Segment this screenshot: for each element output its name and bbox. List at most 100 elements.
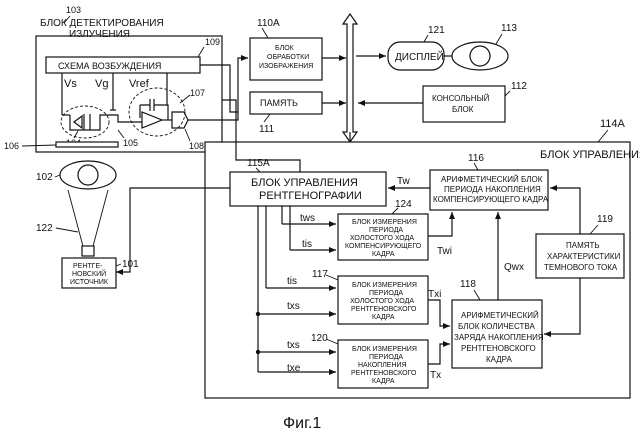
display-label: ДИСПЛЕЙ xyxy=(395,50,444,63)
ref-114A: 114A xyxy=(600,118,626,130)
xray-control-label-1: БЛОК УПРАВЛЕНИЯ xyxy=(251,177,358,189)
signal-tis-1: tis xyxy=(302,239,312,250)
dark-memory-label-2: ХАРАКТЕРИСТИКИ xyxy=(547,252,621,261)
monitor-inner xyxy=(470,46,490,66)
signal-txs-2: txs xyxy=(287,340,300,351)
memory-label: ПАМЯТЬ xyxy=(260,98,298,108)
signal-tx: Tx xyxy=(430,370,441,381)
xray-source-label-2: НОВСКИЙ xyxy=(72,269,106,278)
ref-119: 119 xyxy=(597,214,613,225)
leader-113 xyxy=(496,34,502,44)
console-label-2: БЛОК xyxy=(452,105,474,114)
memory-block: ПАМЯТЬ 111 xyxy=(250,92,346,135)
meas-acc-xray-label-4: РЕНТГЕНОВСКОГО xyxy=(351,370,417,377)
meas-acc-xray-label-5: КАДРА xyxy=(372,378,395,385)
leader-111 xyxy=(264,114,270,122)
ref-110A: 110A xyxy=(257,18,280,29)
meas-idle-comp-label-4: КОМПЕНСИРУЮЩЕГО xyxy=(345,243,422,250)
display-block: ДИСПЛЕЙ 121 113 xyxy=(356,23,517,70)
leader-114A xyxy=(598,130,608,142)
arith-charge-label-2: БЛОК КОЛИЧЕСТВА xyxy=(458,322,535,331)
arith-charge-label-1: АРИФМЕТИЧЕСКИЙ xyxy=(461,311,539,320)
ref-108: 108 xyxy=(189,141,204,151)
dark-memory-label-1: ПАМЯТЬ xyxy=(566,241,600,250)
meas-idle-xray-label-4: РЕНТГЕНОВСКОГО xyxy=(351,306,417,313)
detector-panel xyxy=(56,142,118,147)
signal-txi: Txi xyxy=(428,289,441,300)
meas-acc-xray-label-1: БЛОК ИЗМЕРЕНИЯ xyxy=(352,346,417,353)
signal-txe: txe xyxy=(287,363,301,374)
vs-label: Vs xyxy=(64,78,77,90)
arith-charge-label-4: РЕНТГЕНОВСКОГО xyxy=(461,344,536,353)
ref-113: 113 xyxy=(501,23,517,34)
leader-110A xyxy=(262,28,268,38)
detection-unit-title-1: БЛОК ДЕТЕКТИРОВАНИЯ xyxy=(40,18,164,29)
image-processing-label-1: БЛОК xyxy=(275,45,295,52)
image-processing-label-3: ИЗОБРАЖЕНИЯ xyxy=(259,63,313,70)
control-unit-title: БЛОК УПРАВЛЕНИЯ xyxy=(540,149,640,161)
signal-txs-1: txs xyxy=(287,301,300,312)
ref-109: 109 xyxy=(205,37,220,47)
arith-comp-period-label-3: КОМПЕНСИРУЮЩЕГО КАДРА xyxy=(433,195,549,204)
ref-111: 111 xyxy=(259,124,275,135)
arith-comp-period-label-1: АРИФМЕТИЧЕСКИЙ БЛОК xyxy=(441,175,543,184)
eye-inner xyxy=(78,165,98,185)
signal-qwx: Qwx xyxy=(504,262,524,273)
image-processing-label-2: ОБРАБОТКИ xyxy=(267,54,309,61)
detection-unit-title-2: ИЗЛУЧЕНИЯ xyxy=(69,29,130,40)
system-bus xyxy=(343,14,357,142)
arith-charge-label-3: ЗАРЯДА НАКОПЛЕНИЯ xyxy=(454,333,544,342)
ref-121: 121 xyxy=(428,25,445,36)
xray-beam xyxy=(68,190,108,250)
ref-112: 112 xyxy=(511,81,527,92)
meas-idle-xray-label-2: ПЕРИОДА xyxy=(369,290,403,297)
arith-comp-period-label-2: ПЕРИОДА НАКОПЛЕНИЯ xyxy=(444,185,541,194)
excitation-circuit-label: СХЕМА ВОЗБУЖДЕНИЯ xyxy=(58,61,161,71)
xray-control-label-2: РЕНТГЕНОГРАФИИ xyxy=(259,190,362,202)
meas-idle-comp-label-3: ХОЛОСТОГО ХОДА xyxy=(350,235,414,242)
signal-tw: Tw xyxy=(397,176,411,187)
meas-idle-comp-label-2: ПЕРИОДА xyxy=(369,227,403,234)
meas-idle-comp-label-1: БЛОК ИЗМЕРЕНИЯ xyxy=(352,219,417,226)
xray-tube xyxy=(82,246,94,256)
console-label-1: КОНСОЛЬНЫЙ xyxy=(432,94,490,103)
ref-118: 118 xyxy=(460,279,476,290)
ref-107: 107 xyxy=(190,88,205,98)
signal-tis-2: tis xyxy=(287,276,297,287)
ref-117: 117 xyxy=(312,269,328,280)
ref-103: 103 xyxy=(66,5,81,15)
ref-106: 106 xyxy=(4,141,19,151)
signal-twi: Twi xyxy=(437,246,452,257)
image-processing-block: БЛОК ОБРАБОТКИ ИЗОБРАЖЕНИЯ 110A xyxy=(250,18,346,80)
vg-label: Vg xyxy=(95,78,108,90)
meas-idle-xray-label-1: БЛОК ИЗМЕРЕНИЯ xyxy=(352,282,417,289)
leader-102 xyxy=(55,175,60,177)
leader-101 xyxy=(116,264,121,266)
xray-source-label-3: ИСТОЧНИК xyxy=(70,279,109,286)
ref-116: 116 xyxy=(468,153,484,164)
meas-acc-xray-label-2: ПЕРИОДА xyxy=(369,354,403,361)
meas-idle-comp-label-5: КАДРА xyxy=(372,251,395,258)
signal-tws: tws xyxy=(300,213,315,224)
dark-memory-label-3: ТЕМНОВОГО ТОКА xyxy=(544,263,618,272)
meas-idle-xray-label-5: КАДРА xyxy=(372,314,395,321)
leader-112 xyxy=(505,91,510,96)
xray-source-label-1: РЕНТГЕ- xyxy=(73,263,103,270)
leader-121 xyxy=(424,35,428,42)
leader-122 xyxy=(56,228,78,232)
bus-arrow xyxy=(343,14,357,142)
console-block: КОНСОЛЬНЫЙ БЛОК 112 xyxy=(358,81,527,122)
figure-caption: Фиг.1 xyxy=(283,415,321,432)
meas-acc-xray-label-3: НАКОПЛЕНИЯ xyxy=(358,362,407,369)
xray-source-group: 102 122 РЕНТГЕ- НОВСКИЙ ИСТОЧНИК 101 xyxy=(36,161,230,288)
ref-122: 122 xyxy=(36,223,53,234)
ref-120: 120 xyxy=(311,333,328,344)
arith-charge-label-5: КАДРА xyxy=(486,355,512,364)
meas-idle-xray-label-3: ХОЛОСТОГО ХОДА xyxy=(350,298,414,305)
radiation-detection-unit: 103 БЛОК ДЕТЕКТИРОВАНИЯ ИЗЛУЧЕНИЯ СХЕМА … xyxy=(4,5,222,152)
ref-102: 102 xyxy=(36,172,53,183)
vref-label: Vref xyxy=(129,78,150,90)
console-box xyxy=(423,86,505,122)
ref-105: 105 xyxy=(123,138,138,148)
